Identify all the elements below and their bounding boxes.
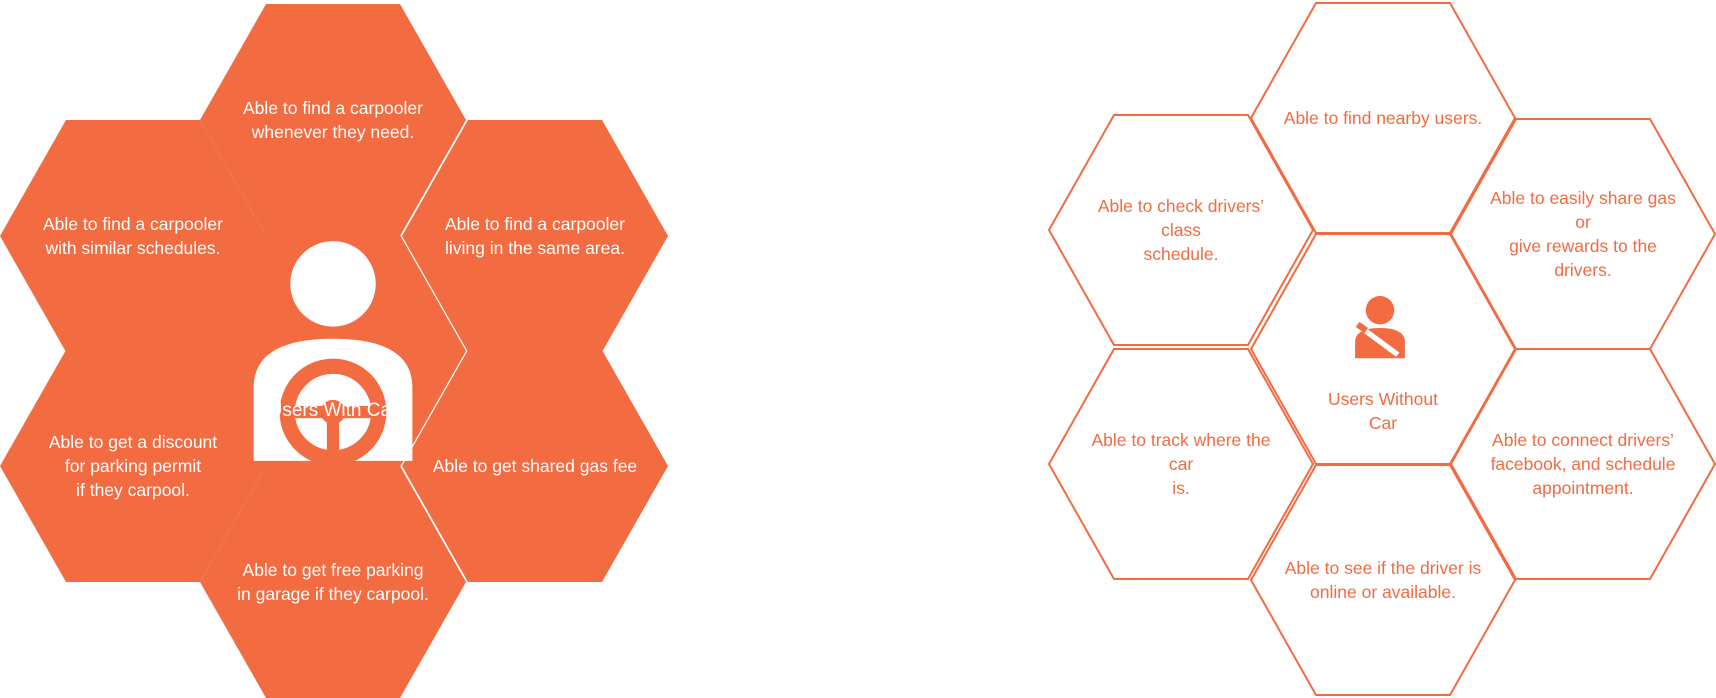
hex-with-car-lower-right-label: Able to get shared gas fee bbox=[432, 456, 638, 476]
hex-without-car-top: Able to find nearby users. bbox=[1249, 2, 1517, 234]
hex-without-car-upper-left-label: Able to check drivers’ class schedule. bbox=[1097, 196, 1265, 264]
hex-with-car-lower-right: Able to get shared gas fee bbox=[402, 350, 668, 582]
hex-without-car-top-label: Able to find nearby users. bbox=[1283, 108, 1483, 128]
users-with-car-cluster: Able to find a carpooler whenever they n… bbox=[0, 0, 680, 698]
hex-without-car-center-label: Users Without Car bbox=[1328, 389, 1438, 433]
hex-with-car-top: Able to find a carpooler whenever they n… bbox=[200, 4, 466, 236]
hex-without-car-bottom: Able to see if the driver is online or a… bbox=[1249, 464, 1517, 696]
hex-without-car-lower-right-label: Able to connect drivers’ facebook, and s… bbox=[1490, 430, 1676, 498]
hex-with-car-center: Users With Car bbox=[200, 235, 466, 467]
hex-with-car-bottom-label: Able to get free parking in garage if th… bbox=[237, 560, 429, 604]
driver-steering-wheel-icon bbox=[253, 241, 413, 466]
hex-with-car-upper-right: Able to find a carpooler living in the s… bbox=[402, 120, 668, 352]
hex-without-car-bottom-label: Able to see if the driver is online or a… bbox=[1284, 558, 1482, 602]
hex-without-car-upper-right-label: Able to easily share gas or give rewards… bbox=[1490, 188, 1676, 280]
hex-without-car-center: Users Without Car bbox=[1249, 233, 1517, 465]
hex-without-car-upper-left: Able to check drivers’ class schedule. bbox=[1047, 114, 1315, 346]
hex-with-car-lower-left-label: Able to get a discount for parking permi… bbox=[48, 432, 218, 500]
hex-with-car-bottom: Able to get free parking in garage if th… bbox=[200, 466, 466, 698]
hex-without-car-lower-left-label: Able to track where the car is. bbox=[1091, 430, 1271, 498]
hex-with-car-center-label: Users With Car bbox=[268, 400, 398, 421]
hex-with-car-upper-left-label: Able to find a carpooler with similar sc… bbox=[43, 214, 223, 258]
hex-with-car-top-label: Able to find a carpooler whenever they n… bbox=[243, 98, 423, 142]
hex-with-car-lower-left: Able to get a discount for parking permi… bbox=[0, 350, 266, 582]
hex-with-car-upper-left: Able to find a carpooler with similar sc… bbox=[0, 120, 266, 352]
passenger-seatbelt-icon bbox=[1355, 296, 1405, 359]
hex-with-car-upper-right-label: Able to find a carpooler living in the s… bbox=[445, 214, 625, 258]
hex-without-car-lower-left: Able to track where the car is. bbox=[1047, 348, 1315, 580]
users-without-car-cluster: Able to find nearby users. Able to easil… bbox=[1040, 0, 1716, 698]
hex-without-car-lower-right: Able to connect drivers’ facebook, and s… bbox=[1449, 348, 1716, 580]
